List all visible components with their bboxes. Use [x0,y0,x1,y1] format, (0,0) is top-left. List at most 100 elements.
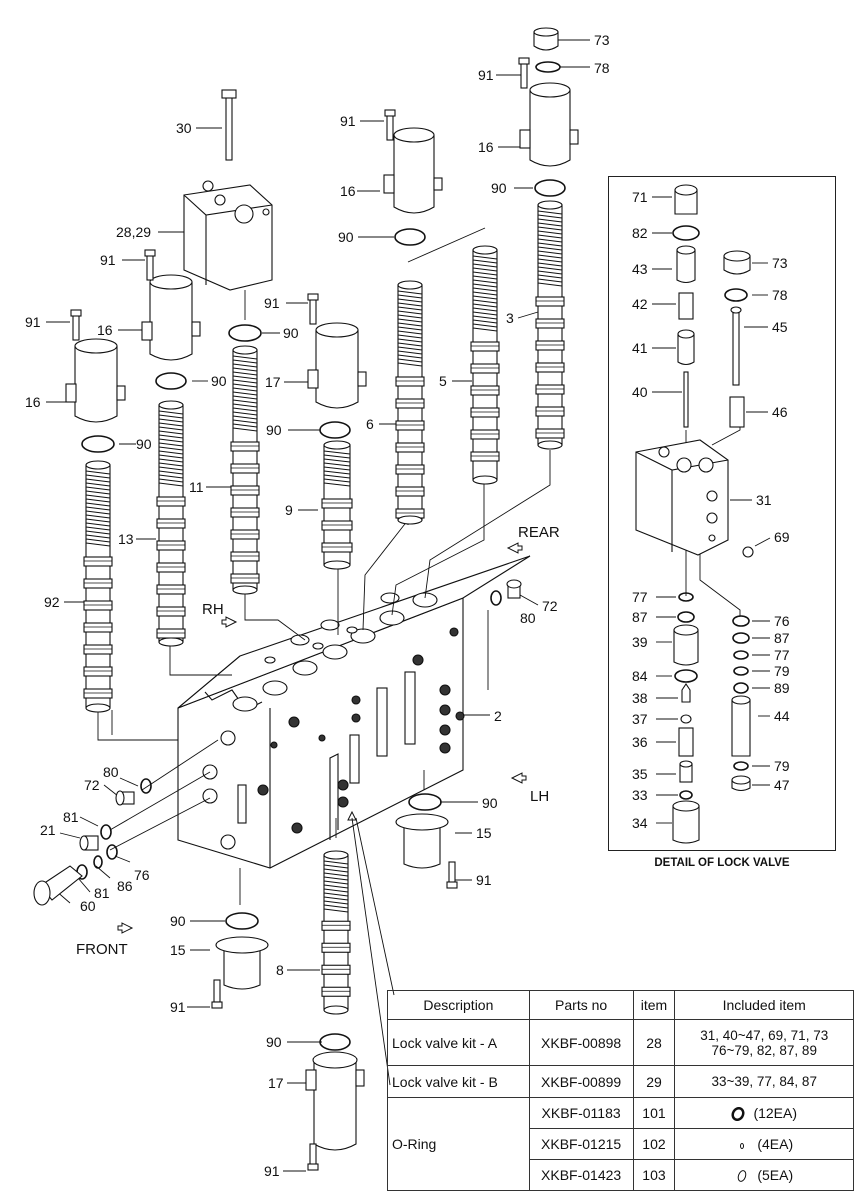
lock-valve-detail-frame [608,176,836,851]
header-item: item [632,990,676,1020]
caps-and-covers [33,27,579,1151]
cell-included-item: (5EA) [674,1159,854,1191]
table-row: XKBF-01215 102 (4EA) [388,1128,854,1160]
header-included-item: Included item [674,990,854,1020]
label-38: 38 [632,690,648,706]
quantity: (5EA) [757,1166,794,1183]
label-90: 90 [266,1034,282,1050]
cell-parts-no: XKBF-01215 [528,1128,634,1160]
label-73: 73 [772,255,788,271]
label-91: 91 [476,872,492,888]
label-71: 71 [632,189,648,205]
label-91: 91 [264,295,280,311]
cell-description: Lock valve kit - B [387,1065,530,1098]
label-72: 72 [84,777,100,793]
cell-item: 102 [632,1128,676,1160]
label-5: 5 [439,373,447,389]
direction-lh: LH [530,788,550,805]
label-42: 42 [632,296,648,312]
label-35: 35 [632,766,648,782]
label-81: 81 [63,809,79,825]
cell-description: Lock valve kit - A [387,1019,530,1066]
label-80: 80 [520,610,536,626]
quantity: (4EA) [757,1135,794,1152]
label-30: 30 [176,120,192,136]
label-90: 90 [283,325,299,341]
label-91: 91 [478,67,494,83]
o-ring-small-icon [740,1143,745,1150]
table-header-row: Description Parts no item Included item [387,990,854,1020]
quantity: (12EA) [753,1104,798,1121]
label-90: 90 [266,422,282,438]
label-77: 77 [632,589,648,605]
label-89: 89 [774,680,790,696]
label-90: 90 [136,436,152,452]
label-16: 16 [25,394,41,410]
label-17: 17 [265,374,281,390]
label-92: 92 [44,594,60,610]
label-33: 33 [632,787,648,803]
main-valve-block [177,555,531,869]
label-31: 31 [756,492,772,508]
label-72: 72 [542,598,558,614]
direction-rh: RH [202,601,224,618]
label-77: 77 [774,647,790,663]
label-60: 60 [80,898,96,914]
label-46: 46 [772,404,788,420]
label-90: 90 [170,913,186,929]
label-82: 82 [632,225,648,241]
label-47: 47 [774,777,790,793]
spool-13 [156,400,186,647]
spool-9 [321,440,353,570]
label-3: 3 [506,310,514,326]
label-76: 76 [134,867,150,883]
o-ring-large-icon [731,1107,745,1122]
direction-front: FRONT [76,941,128,958]
spools [83,200,565,1015]
label-13: 13 [118,531,134,547]
label-90: 90 [211,373,227,389]
label-86: 86 [117,878,133,894]
label-91: 91 [170,999,186,1015]
spool-92 [83,460,113,713]
label-36: 36 [632,734,648,750]
label-37: 37 [632,711,648,727]
label-41: 41 [632,340,648,356]
leader-lines [46,39,771,1172]
label-16: 16 [97,322,113,338]
label-43: 43 [632,261,648,277]
label-91: 91 [25,314,41,330]
spool-11 [230,345,260,595]
label-90: 90 [491,180,507,196]
label-15: 15 [170,942,186,958]
cell-parts-no: XKBF-01423 [528,1159,634,1191]
label-34: 34 [632,815,648,831]
label-91: 91 [100,252,116,268]
table-row: O-Ring XKBF-01183 101 (12EA) [387,1097,854,1191]
table-row: Lock valve kit - B XKBF-00899 29 33~39, … [387,1065,854,1098]
table-row: XKBF-01423 103 (5EA) [388,1159,854,1191]
spool-8 [321,850,351,1015]
label-11: 11 [189,479,204,495]
direction-arrows [117,542,527,934]
table-row: Lock valve kit - A XKBF-00898 28 31, 40~… [387,1019,854,1066]
label-40: 40 [632,384,648,400]
included-line: 31, 40~47, 69, 71, 73 [700,1027,829,1043]
label-6: 6 [366,416,374,432]
label-21: 21 [40,822,56,838]
label-91: 91 [264,1163,280,1179]
cell-included-item: (4EA) [674,1128,854,1160]
header-parts-no: Parts no [528,990,634,1020]
o-ring-medium-icon [738,1170,747,1182]
label-80: 80 [103,764,119,780]
spool-6 [395,280,425,525]
label-78: 78 [594,60,610,76]
cell-parts-no: XKBF-00899 [528,1065,634,1098]
cell-item: 101 [632,1097,676,1129]
label-8: 8 [276,962,284,978]
label-76: 76 [774,613,790,629]
label-17: 17 [268,1075,284,1091]
detail-caption: DETAIL OF LOCK VALVE [654,857,790,869]
spool-5 [470,245,500,485]
